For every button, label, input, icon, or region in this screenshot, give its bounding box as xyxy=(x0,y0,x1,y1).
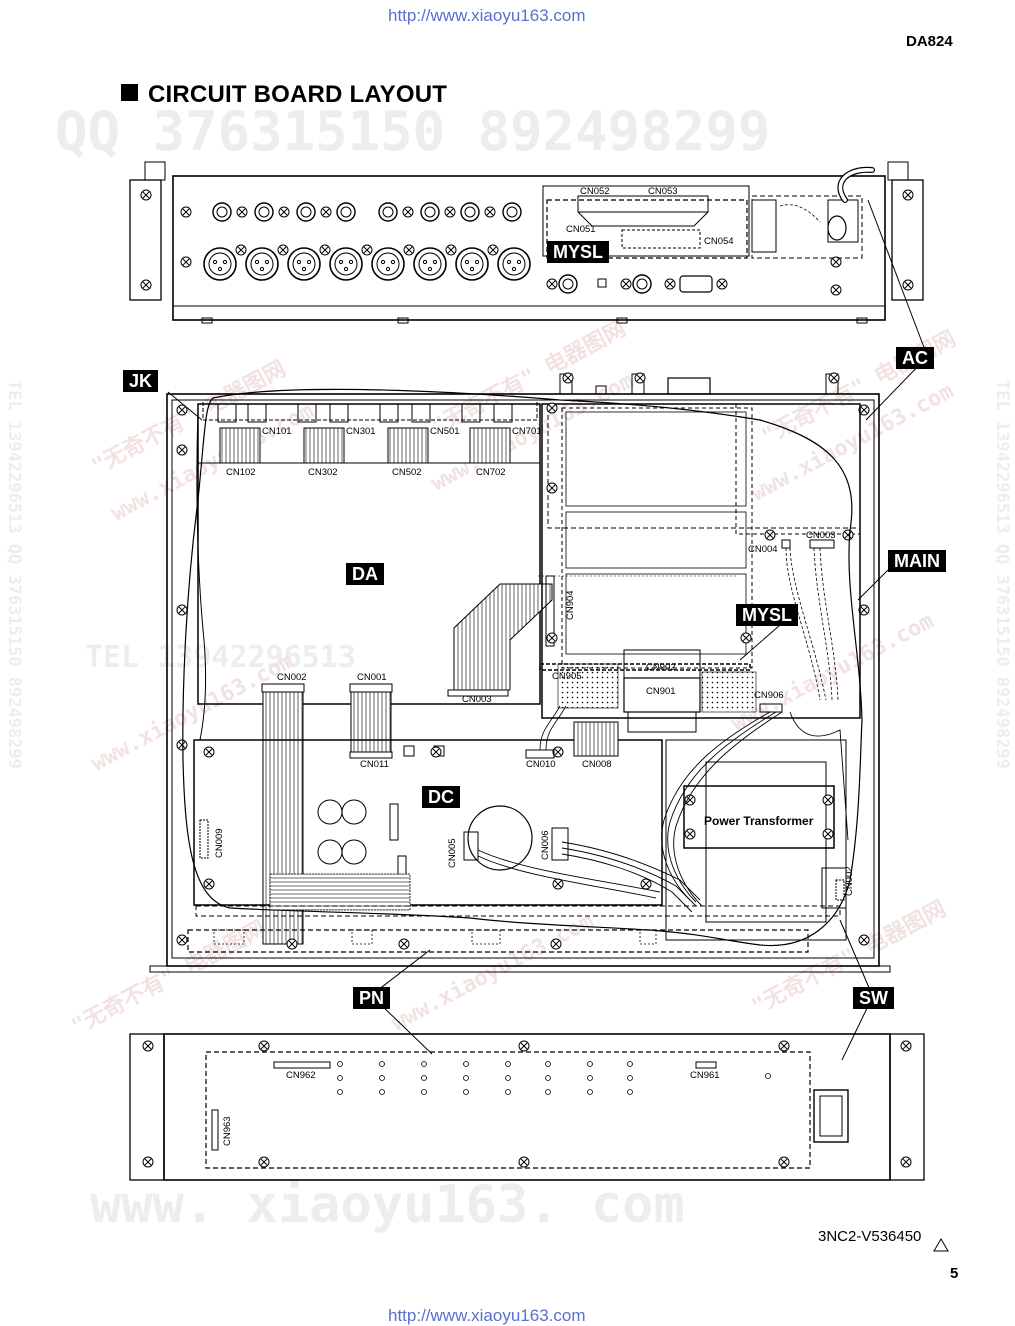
label-cn005: CN005 xyxy=(447,838,458,868)
top-view xyxy=(149,372,891,973)
label-cn302: CN302 xyxy=(308,467,338,478)
label-cn051: CN051 xyxy=(566,224,596,235)
label-cn101: CN101 xyxy=(262,426,292,437)
page-title: CIRCUIT BOARD LAYOUT xyxy=(121,81,447,109)
rear-panel-view xyxy=(129,161,924,324)
header-url[interactable]: http://www.xiaoyu163.com xyxy=(388,6,586,25)
label-cn301: CN301 xyxy=(346,426,376,437)
document-code: 3NC2-V536450 xyxy=(818,1228,922,1245)
front-panel-view xyxy=(129,1033,925,1181)
tag-ac: AC xyxy=(896,347,934,369)
label-cn961: CN961 xyxy=(690,1070,720,1081)
watermark-qq: QQ 376315150 892498299 xyxy=(55,100,771,163)
label-power-transformer: Power Transformer xyxy=(704,814,814,828)
label-cn002-da: CN002 xyxy=(277,672,307,683)
label-cn004: CN004 xyxy=(748,544,778,555)
label-cn963: CN963 xyxy=(222,1116,233,1146)
label-cn905: CN905 xyxy=(552,671,582,682)
label-cn010: CN010 xyxy=(526,759,556,770)
tag-mysl-top: MYSL xyxy=(736,604,799,626)
label-cn052: CN052 xyxy=(580,186,610,197)
label-cn009: CN009 xyxy=(214,828,225,858)
tag-pn: PN xyxy=(353,987,391,1009)
label-cn902: CN902 xyxy=(646,662,676,673)
label-cn002-sw: CN002 xyxy=(844,866,855,896)
revision-triangle-icon xyxy=(933,1238,949,1252)
tag-mysl-rear: MYSL xyxy=(547,241,610,263)
page-title-text: CIRCUIT BOARD LAYOUT xyxy=(148,81,448,108)
label-cn001: CN001 xyxy=(357,672,387,683)
watermark-tel-mid: TEL 13942296513 xyxy=(85,640,356,675)
label-cn102: CN102 xyxy=(226,467,256,478)
label-cn054: CN054 xyxy=(704,236,734,247)
label-cn702: CN702 xyxy=(476,467,506,478)
watermark-side-left: TEL 13942296513 QQ 376315150 892498299 xyxy=(4,380,24,769)
square-bullet-icon xyxy=(121,84,138,101)
model-number: DA824 xyxy=(906,33,953,50)
label-cn962: CN962 xyxy=(286,1070,316,1081)
label-cn701: CN701 xyxy=(512,426,542,437)
label-cn008: CN008 xyxy=(582,759,612,770)
tag-jk: JK xyxy=(123,370,159,392)
label-cn003-da: CN003 xyxy=(462,694,492,705)
watermark-side-right: TEL 13942296513 QQ 376315150 892498299 xyxy=(992,380,1012,769)
label-cn003-main: CN003 xyxy=(806,530,836,541)
label-cn901: CN901 xyxy=(646,686,676,697)
tag-dc: DC xyxy=(422,786,460,808)
label-cn006: CN006 xyxy=(540,830,551,860)
label-cn906: CN906 xyxy=(754,690,784,701)
label-cn502: CN502 xyxy=(392,467,422,478)
page-number: 5 xyxy=(950,1265,959,1282)
label-cn011: CN011 xyxy=(360,759,389,770)
watermark-bottom: www. xiaoyu163. com xyxy=(90,1175,685,1235)
leader-lines xyxy=(167,359,925,1061)
tag-main: MAIN xyxy=(888,550,946,572)
tag-sw: SW xyxy=(853,987,894,1009)
label-cn053: CN053 xyxy=(648,186,678,197)
label-cn904: CN904 xyxy=(565,590,576,620)
label-cn501: CN501 xyxy=(430,426,460,437)
tag-da: DA xyxy=(346,563,384,585)
footer-url[interactable]: http://www.xiaoyu163.com xyxy=(388,1306,586,1325)
